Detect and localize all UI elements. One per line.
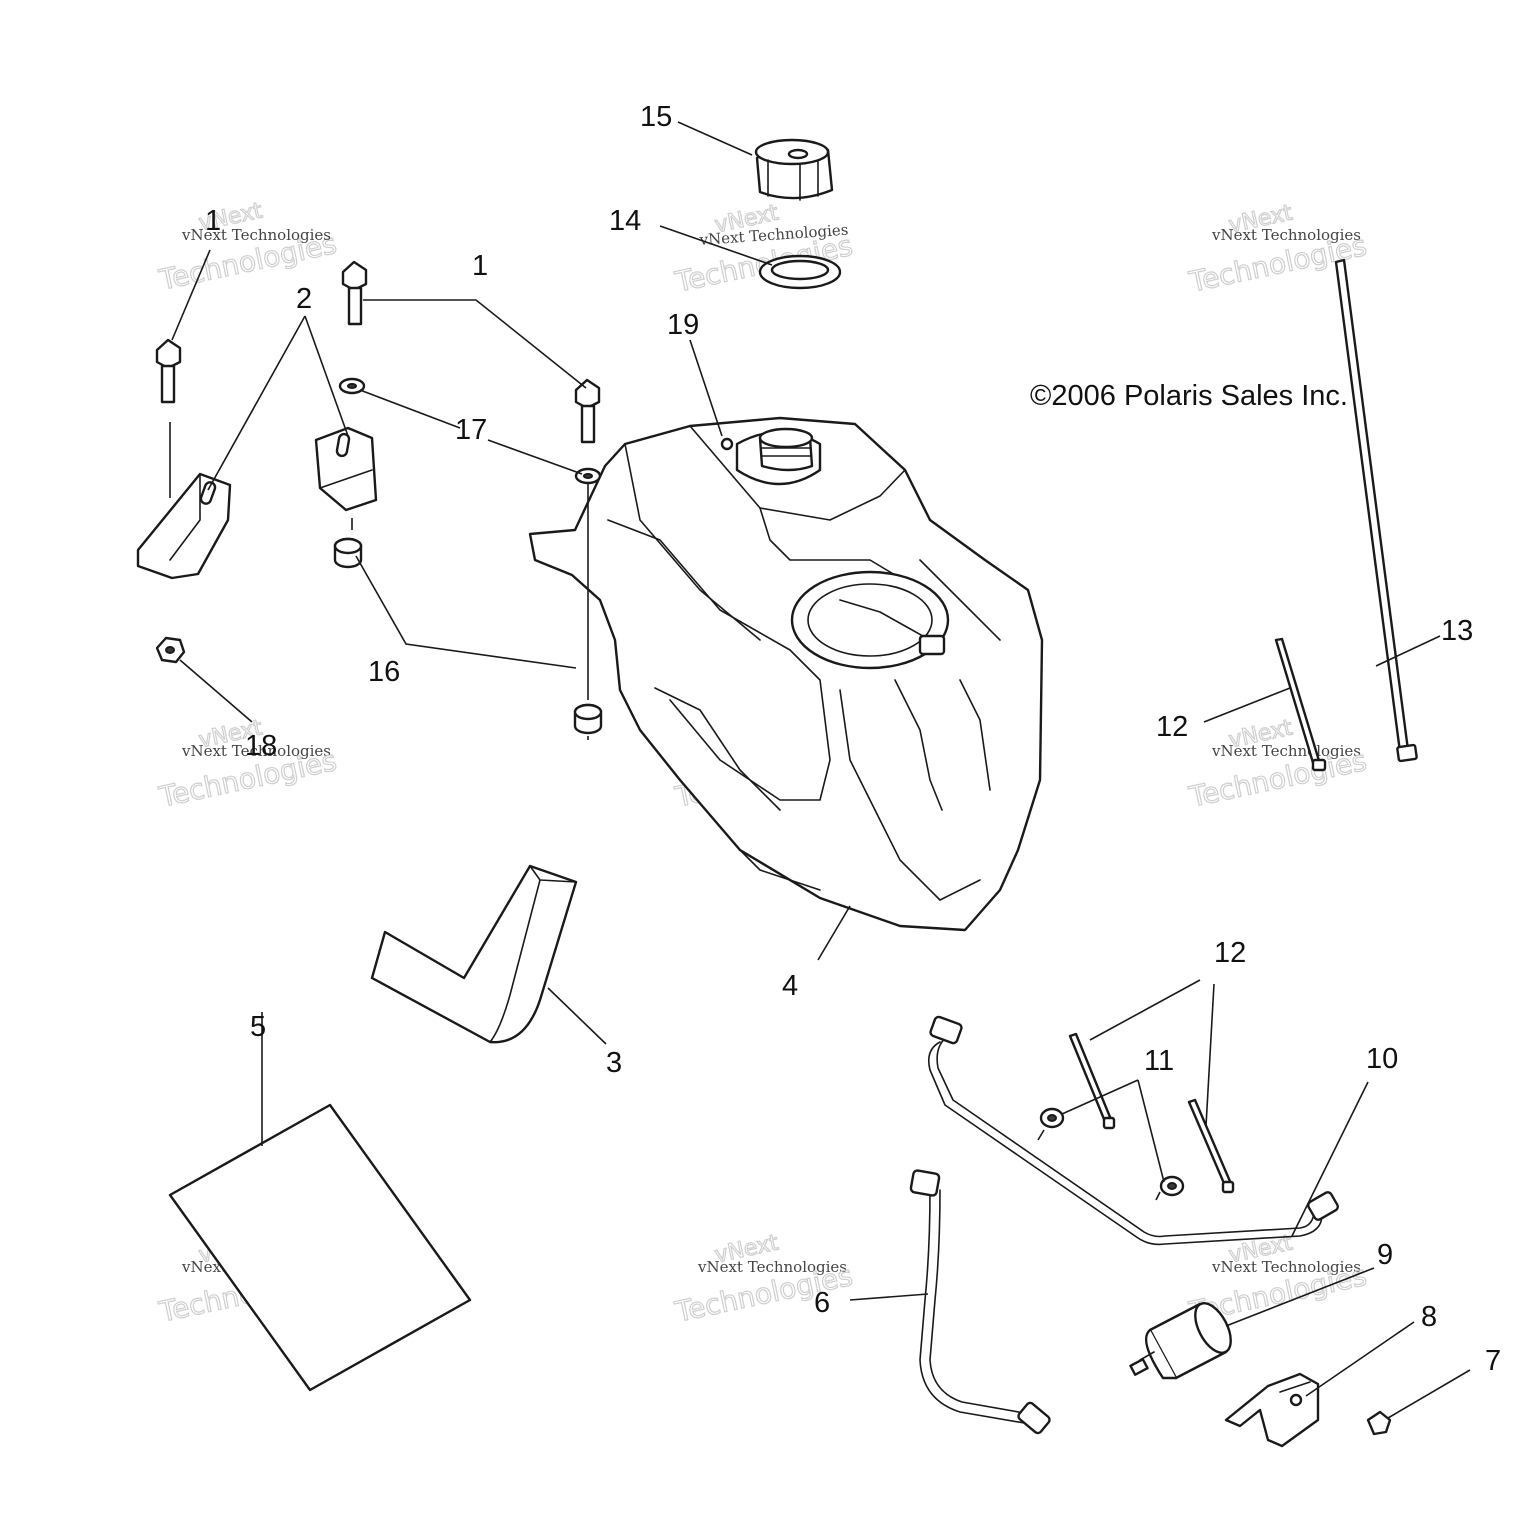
- fuel-tank-icon: [528, 416, 1044, 932]
- washer-icon: [338, 377, 366, 395]
- cable-tie-icon: [1274, 637, 1327, 772]
- fuel-line-icon: [927, 1015, 1339, 1246]
- callout-10: 10: [1366, 1043, 1398, 1075]
- cable-tie-icon: [1068, 1032, 1116, 1130]
- watermark-text: vNext Technologies: [1211, 742, 1361, 760]
- grommet-icon: [1039, 1107, 1065, 1129]
- bolt-icon: [574, 378, 601, 444]
- grommet-icon: [1159, 1175, 1185, 1197]
- callout-1: 1: [472, 250, 488, 282]
- callout-14: 14: [609, 205, 641, 237]
- insulation-pad-icon: [168, 1103, 472, 1392]
- spacer-icon: [573, 703, 603, 735]
- nut-icon: [155, 636, 186, 664]
- watermark-text: vNext Technologies: [1211, 1258, 1361, 1276]
- cable-tie-icon: [1334, 258, 1418, 763]
- callout-3: 3: [606, 1047, 622, 1079]
- callout-18: 18: [245, 730, 277, 762]
- fuel-line-icon: [909, 1169, 1051, 1435]
- callout-11: 11: [1144, 1045, 1174, 1077]
- callout-12: 12: [1214, 937, 1246, 969]
- callout-6: 6: [814, 1287, 830, 1319]
- gasket-ring-icon: [758, 254, 842, 290]
- heat-shield-icon: [370, 864, 578, 1044]
- watermark-text: vNext Technologies: [181, 742, 331, 760]
- bolt-icon: [341, 260, 368, 326]
- callout-16: 16: [368, 656, 400, 688]
- screw-icon: [1366, 1410, 1392, 1436]
- callout-2: 2: [296, 283, 312, 315]
- callout-8: 8: [1421, 1301, 1437, 1333]
- filter-bracket-icon: [1224, 1372, 1320, 1448]
- callout-9: 9: [1377, 1239, 1393, 1271]
- callout-1: 1: [205, 205, 221, 237]
- callouts: 15 14 19 1 1 2 17 16 18 4 3 5 12 13 12 1…: [205, 101, 1501, 1377]
- fuel-filter-icon: [1129, 1302, 1232, 1380]
- callout-12: 12: [1156, 711, 1188, 743]
- mount-bracket-icon: [314, 426, 378, 512]
- washer-icon: [574, 467, 602, 485]
- callout-15: 15: [640, 101, 672, 133]
- leader-lines: [169, 121, 1471, 1419]
- mount-bracket-icon: [136, 472, 232, 580]
- cable-tie-icon: [1187, 1098, 1235, 1194]
- callout-13: 13: [1441, 615, 1473, 647]
- callout-17: 17: [455, 414, 487, 446]
- callout-5: 5: [250, 1011, 266, 1043]
- fuel-cap-icon: [754, 138, 834, 201]
- watermark-text: vNext Technologies: [1211, 226, 1361, 244]
- watermark-text: vNext Technologies: [697, 1258, 847, 1276]
- bolt-icon: [155, 338, 182, 404]
- spacer-icon: [333, 537, 363, 569]
- copyright-notice: ©2006 Polaris Sales Inc.: [1030, 380, 1348, 412]
- callout-4: 4: [782, 970, 798, 1002]
- callout-19: 19: [667, 309, 699, 341]
- watermark-text: vNext Technologies: [181, 226, 331, 244]
- callout-7: 7: [1485, 1345, 1501, 1377]
